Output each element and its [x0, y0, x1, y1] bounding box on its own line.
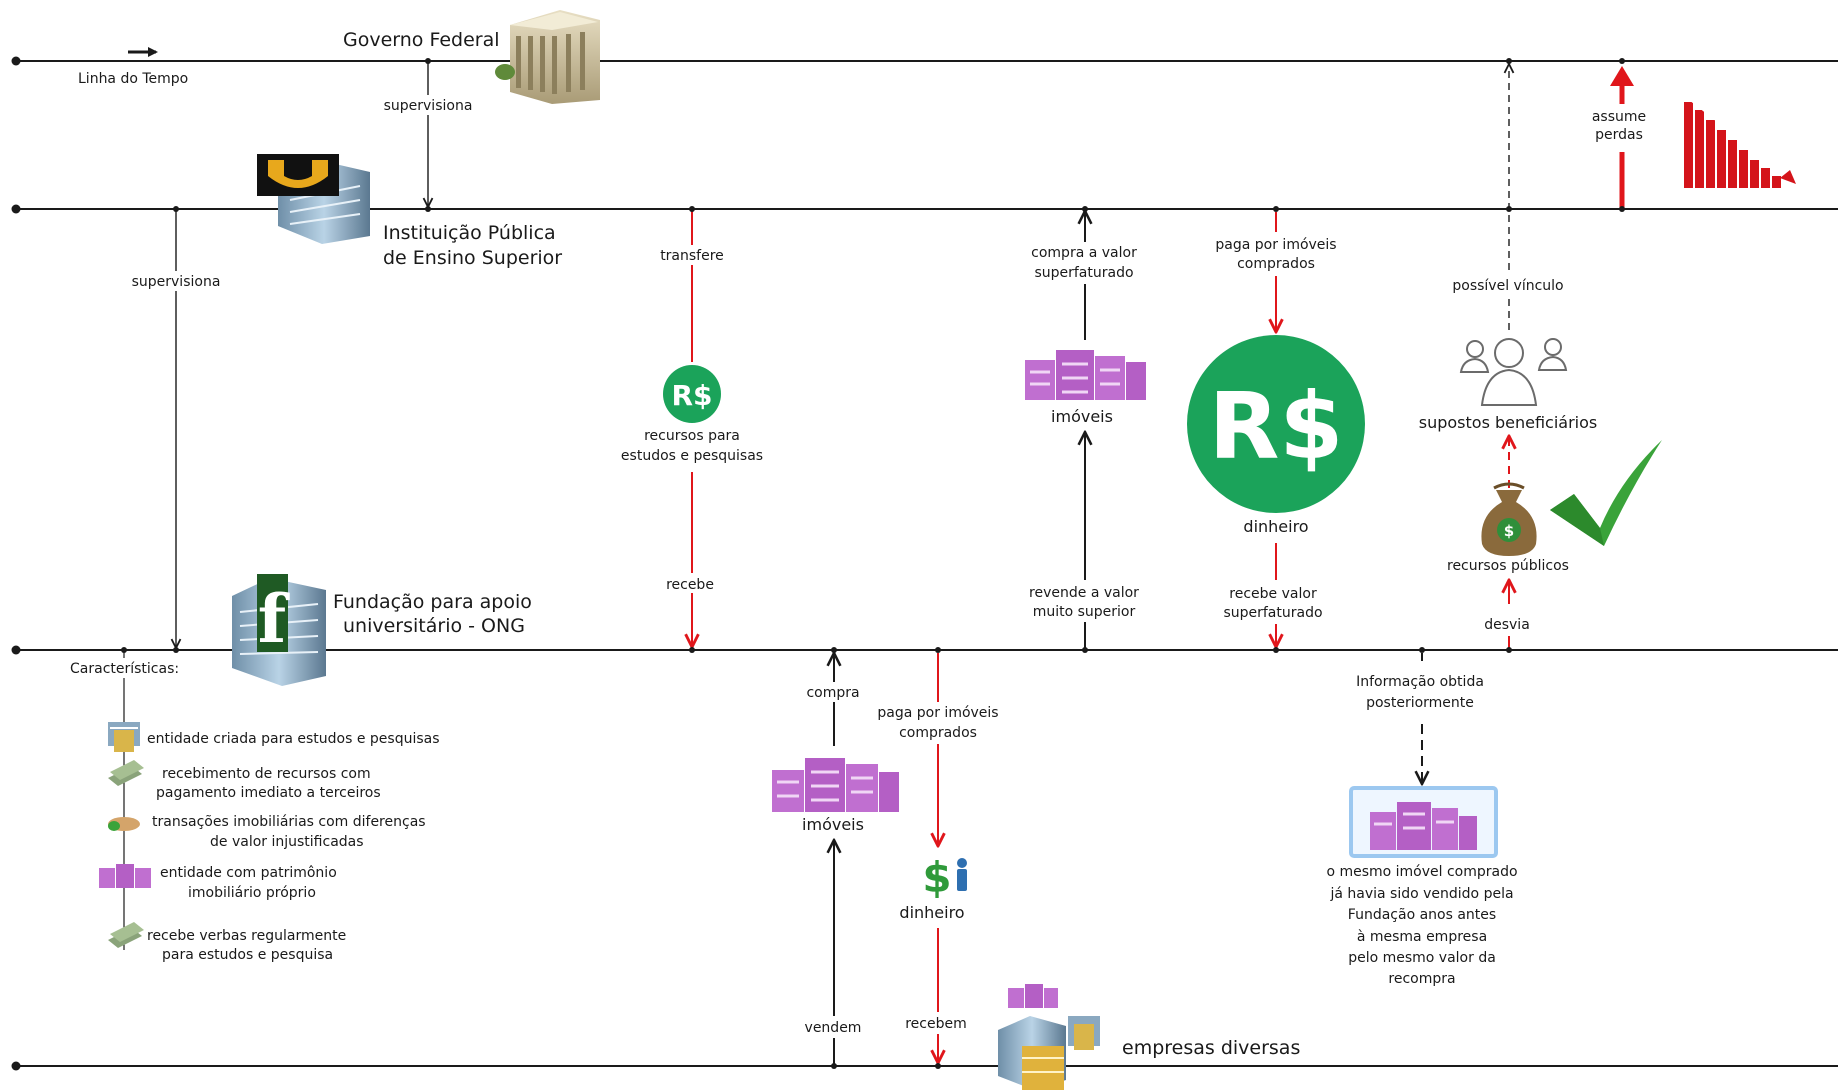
- edge-label-revende-2: muito superior: [1033, 604, 1136, 620]
- government-building-icon: [495, 10, 600, 104]
- edge-label-paga-top-2: comprados: [1237, 256, 1315, 272]
- edge-supervisiona-instituicao: supervisiona: [128, 206, 224, 653]
- char-item-2-line2: pagamento imediato a terceiros: [156, 785, 381, 801]
- char-item-5-line2: para estudos e pesquisa: [162, 947, 333, 963]
- node-dinheiro-top: dinheiro: [1243, 517, 1308, 536]
- governo-label: Governo Federal: [343, 29, 500, 51]
- edge-label-paga-bottom-1: paga por imóveis: [877, 705, 998, 721]
- edge-transfere: transfere: [652, 206, 732, 362]
- svg-text:pelo mesmo valor da: pelo mesmo valor da: [1348, 950, 1496, 966]
- edge-label-recebe: recebe: [666, 577, 714, 593]
- svg-text:à mesma empresa: à mesma empresa: [1357, 929, 1487, 945]
- char-item-1: entidade criada para estudos e pesquisas: [147, 731, 440, 747]
- edge-label-desvia: desvia: [1484, 617, 1530, 633]
- handshake-icon: [108, 817, 140, 831]
- edge-label-recebem: recebem: [905, 1016, 967, 1032]
- cash-stack-icon-2: [108, 922, 144, 948]
- green-checkmark-icon: [1550, 440, 1662, 546]
- node-mesmo-imovel-text: o mesmo imóvel comprado já havia sido ve…: [1326, 864, 1517, 987]
- edge-label-info-2: posteriormente: [1366, 695, 1474, 711]
- svg-text:$: $: [1504, 522, 1514, 540]
- char-item-3-line2: de valor injustificadas: [210, 834, 364, 850]
- svg-text:já havia sido vendido pela: já havia sido vendido pela: [1329, 886, 1513, 902]
- edge-label-revende-1: revende a valor: [1029, 585, 1139, 601]
- svg-text:R$: R$: [1209, 373, 1344, 480]
- edge-label-transfere: transfere: [660, 248, 724, 264]
- edge-revende-valor: revende a valor muito superior: [1025, 432, 1145, 653]
- edge-label-recebe-valor-2: superfaturado: [1223, 605, 1322, 621]
- foundation-building-icon: f: [232, 574, 326, 686]
- edge-desvia: desvia: [1484, 580, 1530, 653]
- char-item-5-line1: recebe verbas regularmente: [147, 928, 346, 944]
- buildings-purple-small-icon: [99, 864, 151, 888]
- rs-coin-small-icon: R$: [663, 365, 721, 423]
- building-stack-small-icon: [108, 722, 140, 752]
- edge-label-perdas: perdas: [1595, 127, 1643, 143]
- edge-label-supervisiona-2: supervisiona: [132, 274, 221, 290]
- edge-recebe-valor-superfaturado: recebe valor superfaturado: [1223, 543, 1323, 653]
- edge-label-supervisiona-1: supervisiona: [384, 98, 473, 114]
- node-supostos-beneficiarios: supostos beneficiários: [1419, 413, 1598, 432]
- edge-label-assume: assume: [1592, 109, 1646, 125]
- money-bag-icon: $: [1481, 482, 1537, 556]
- edge-recebem: recebem: [900, 928, 974, 1069]
- char-item-4-line1: entidade com patrimônio: [160, 865, 337, 881]
- cash-stack-icon: [108, 760, 144, 786]
- edge-possivel-vinculo: possível vínculo: [1448, 58, 1570, 330]
- edge-compra-valor-superfaturado: compra a valor superfaturado: [1025, 206, 1145, 340]
- edge-paga-imoveis-top: paga por imóveis comprados: [1215, 206, 1337, 332]
- svg-text:f: f: [258, 580, 290, 658]
- university-building-icon: [257, 154, 370, 244]
- edge-label-compra-valor-1: compra a valor: [1031, 245, 1137, 261]
- edge-label-compra: compra: [806, 685, 859, 701]
- edge-informacao-obtida: Informação obtida posteriormente: [1356, 647, 1484, 784]
- svg-text:o mesmo imóvel comprado: o mesmo imóvel comprado: [1326, 864, 1517, 880]
- characteristics-panel: Características: entidade criada para es…: [70, 647, 440, 963]
- edge-paga-imoveis-bottom: paga por imóveis comprados: [872, 647, 1004, 846]
- timeline-direction-arrow-icon: [128, 47, 158, 57]
- fundacao-label-line2: universitário - ONG: [343, 615, 525, 637]
- edge-vendem: vendem: [798, 840, 870, 1069]
- node-imoveis-top: imóveis: [1051, 407, 1113, 426]
- edge-label-paga-bottom-2: comprados: [899, 725, 977, 741]
- edge-compra: compra: [800, 647, 868, 746]
- edge-label-recebe-valor-1: recebe valor: [1229, 586, 1317, 602]
- timeline-governo: [11, 56, 1838, 66]
- edge-label-info-1: Informação obtida: [1356, 674, 1484, 690]
- timeline-label: Linha do Tempo: [78, 71, 188, 87]
- buildings-purple-highlighted-icon: [1349, 786, 1498, 858]
- edge-label-compra-valor-2: superfaturado: [1034, 265, 1133, 281]
- rs-coin-large-icon: R$: [1187, 335, 1365, 513]
- edge-label-possivel-vinculo: possível vínculo: [1452, 278, 1563, 294]
- edge-label-vendem: vendem: [805, 1020, 862, 1036]
- edge-label-paga-top-1: paga por imóveis: [1215, 237, 1336, 253]
- node-recursos-publicos: recursos públicos: [1447, 558, 1569, 574]
- char-item-4-line2: imobiliário próprio: [188, 885, 316, 901]
- characteristics-title: Características:: [70, 661, 179, 677]
- char-item-3-line1: transações imobiliárias com diferenças: [152, 814, 426, 830]
- char-item-2-line1: recebimento de recursos com: [162, 766, 371, 782]
- timeline-empresas: [11, 1061, 1838, 1071]
- declining-bar-chart-icon: [1684, 97, 1796, 188]
- fundacao-label-line1: Fundação para apoio: [333, 591, 532, 613]
- svg-text:R$: R$: [671, 379, 712, 412]
- node-imoveis-bottom: imóveis: [802, 815, 864, 834]
- buildings-purple-icon-top: [1025, 350, 1146, 400]
- svg-text:recompra: recompra: [1388, 971, 1455, 987]
- empresas-label: empresas diversas: [1122, 1037, 1300, 1059]
- edge-recebe: recebe: [657, 472, 727, 653]
- instituicao-label-line2: de Ensino Superior: [383, 247, 562, 269]
- node-recursos-estudos-line2: estudos e pesquisas: [621, 448, 763, 464]
- buildings-purple-icon-bottom: [772, 758, 899, 812]
- edge-supervisiona-governo: supervisiona: [380, 58, 476, 212]
- dollar-person-icon: $: [922, 853, 967, 902]
- svg-text:Fundação anos antes: Fundação anos antes: [1348, 907, 1496, 923]
- instituicao-label-line1: Instituição Pública: [383, 222, 556, 244]
- companies-buildings-icon: [998, 984, 1100, 1090]
- edge-assume-perdas: assume perdas: [1592, 58, 1646, 212]
- svg-text:$: $: [922, 853, 951, 902]
- node-recursos-estudos-line1: recursos para: [644, 428, 740, 444]
- node-dinheiro-bottom: dinheiro: [899, 903, 964, 922]
- people-group-icon: [1459, 338, 1568, 406]
